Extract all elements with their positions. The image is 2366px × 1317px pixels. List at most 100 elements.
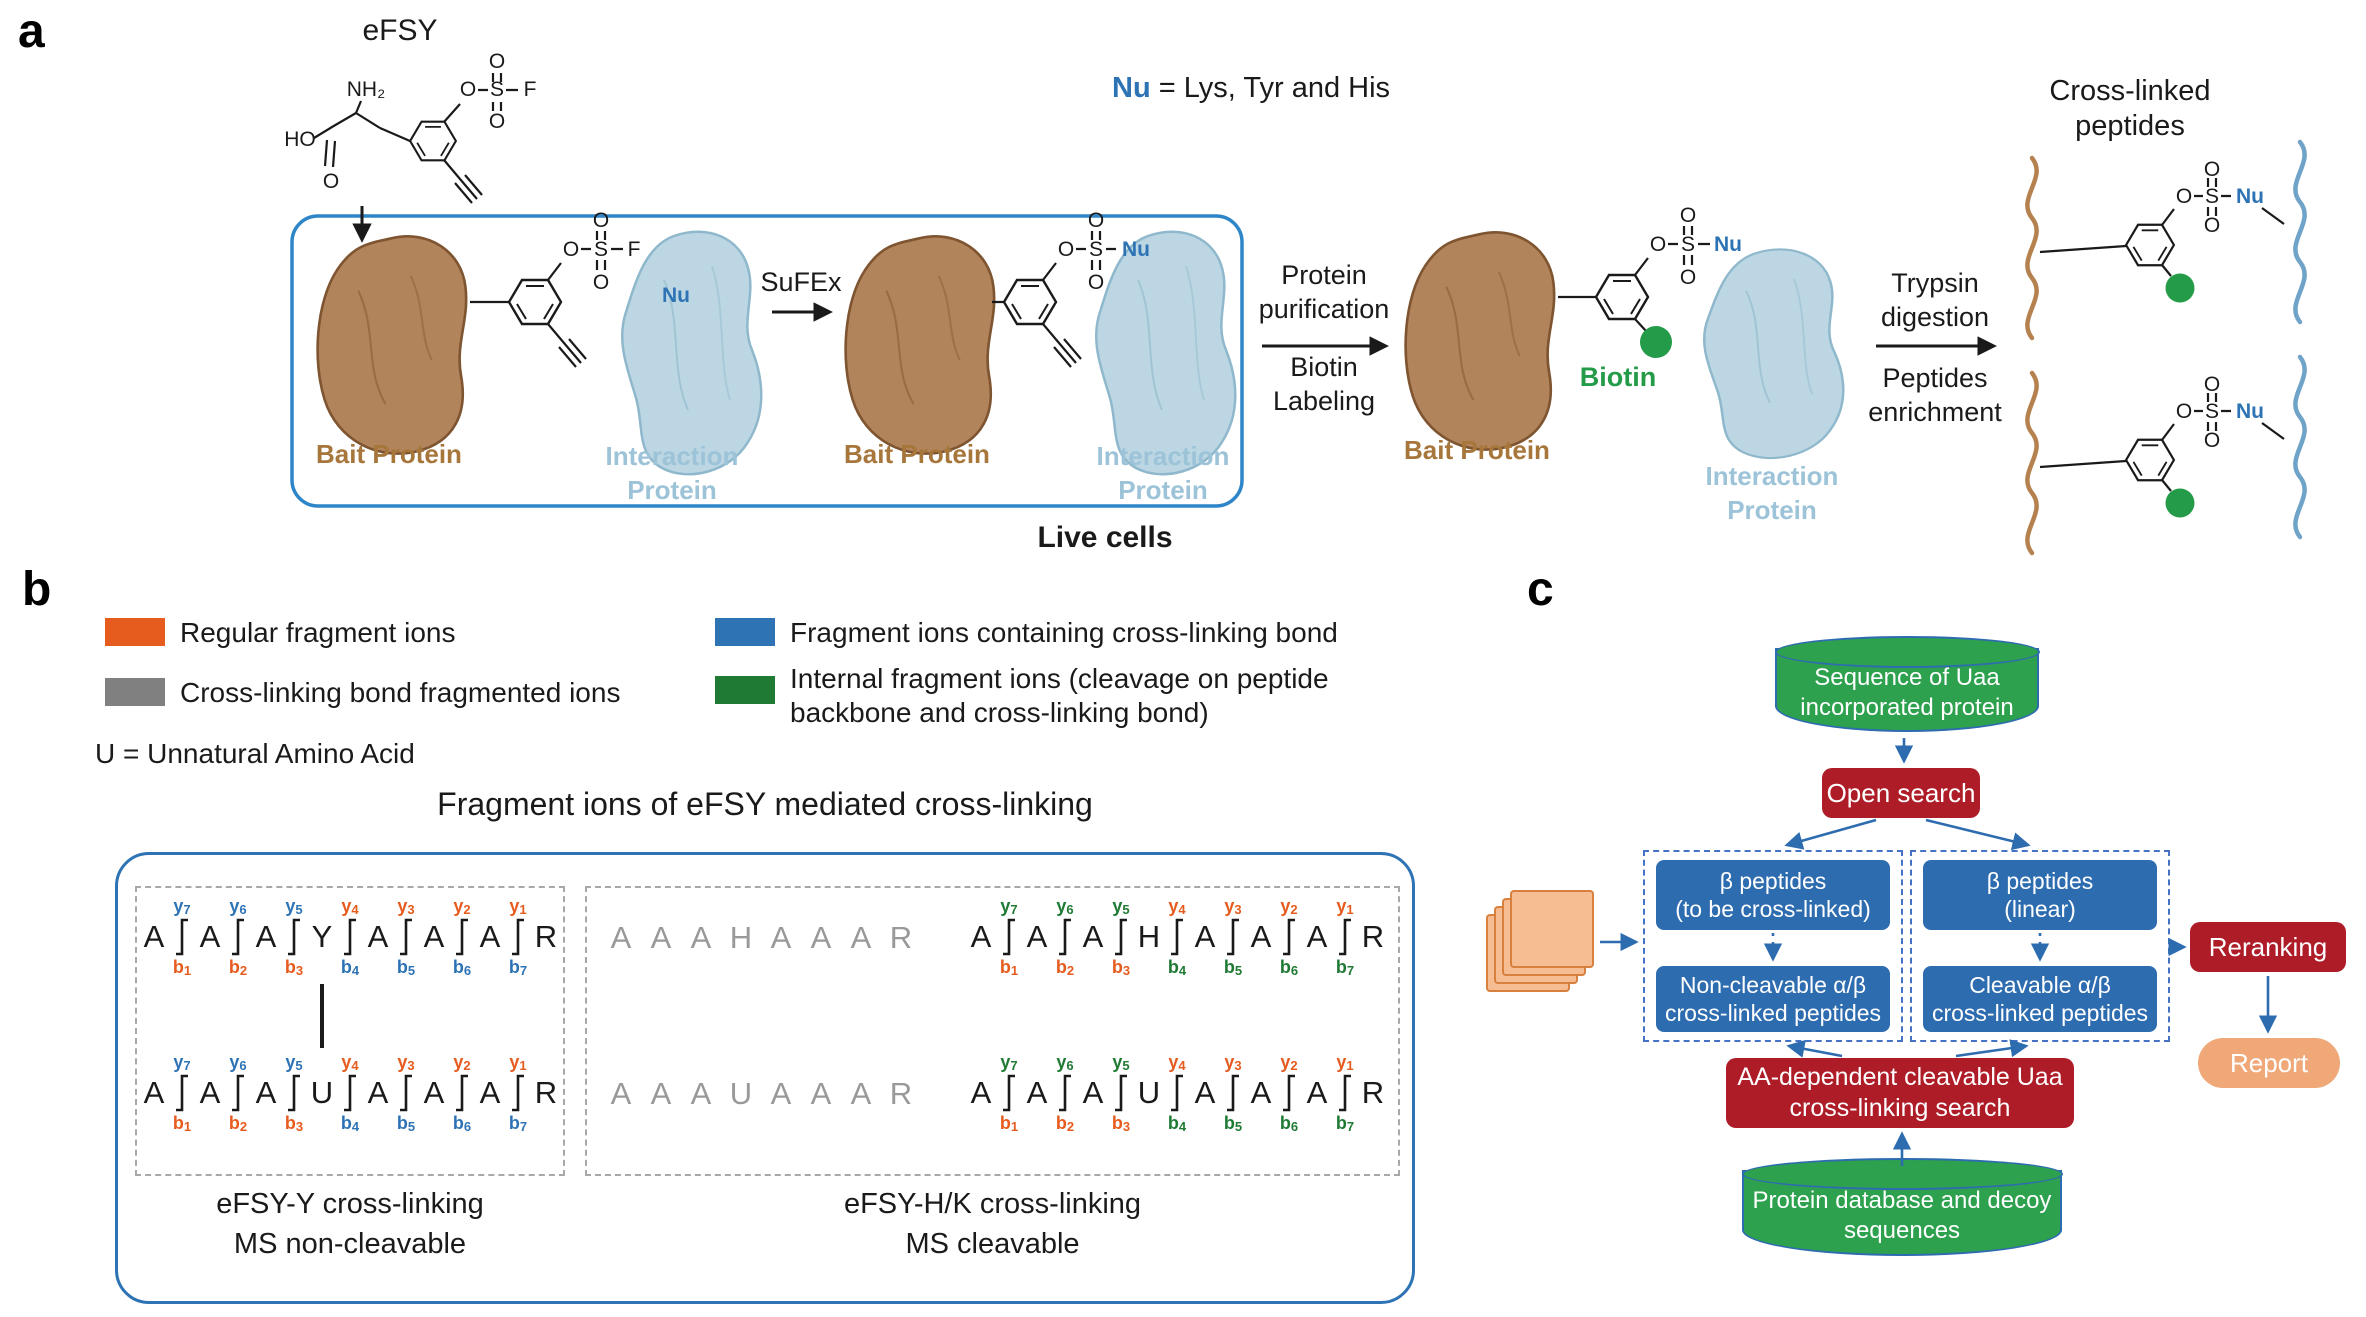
bait-protein-label: Bait Protein [844,439,990,469]
atom-O: O [2176,185,2192,208]
interaction-peptide-chain [2295,142,2304,322]
legend-swatch-regular-ions [105,618,165,646]
residue-letter: A [970,1075,992,1110]
residue-letter: A [255,919,277,954]
fragmentation-mark [1171,1074,1183,1112]
beta-peptides-linear-node: β peptides (linear) [1923,860,2157,930]
fragmentation-mark [1339,1074,1351,1112]
cylinder-label-line: incorporated protein [1800,694,2014,721]
nu-site-label: Nu [1122,238,1150,261]
biotin-label: Biotin [1580,362,1656,392]
cleavable-dashed-box [585,886,1400,1176]
residue-letter: H [1137,919,1161,954]
b-ion-label: b7 [508,957,528,978]
legend-label-internal-ions: Internal fragment ions (cleavage on pept… [790,663,1329,728]
beta-peptides-crosslink-node: β peptides (to be cross-linked) [1656,860,1890,930]
residue-letter: Y [311,919,333,954]
benzene-ring [409,120,457,162]
residue-letter: A [1306,919,1328,954]
nu-definition-rest: = Lys, Tyr and His [1151,72,1390,104]
y-ion-label: y1 [509,896,527,917]
live-cells-box [290,214,1244,508]
step2-label-line: Trypsin [1891,268,1979,298]
b-ion-label: b7 [1335,1113,1355,1134]
b-ion-label: b1 [172,1113,192,1134]
panel-c-label: c [1527,563,1554,616]
unnatural-amino-acid-note: U = Unnatural Amino Acid [95,738,415,769]
cylinder-label-line: Sequence of Uaa [1814,664,2000,691]
legend-swatch-bond-fragmented-ions [105,678,165,706]
crosslink-connector-line [320,984,324,1048]
biotin-dot [2165,488,2195,518]
residue-letter: A [255,1075,277,1110]
node-label-line: cross-linked peptides [1664,1000,1882,1026]
benzene-ring [2124,438,2176,482]
fragmentation-mark [344,918,356,956]
crosslinked-peptides-label: peptides [2075,110,2185,142]
fragmentation-mark [288,918,300,956]
biotinylated-structure: O S O O [1558,204,1710,358]
arrow-search-to-cleavable-branch [1955,1039,2029,1058]
residue-letter: A [610,920,632,955]
fragmentation-mark [1059,1074,1071,1112]
y-ion-label: y5 [285,896,303,917]
y-ion-label: y7 [1000,896,1018,917]
atom-HO: HO [284,128,316,151]
step1-label-line: Protein [1281,260,1367,290]
interaction-protein-label: Protein [1727,495,1817,525]
residue-letter: A [810,1076,832,1111]
bait-protein-label: Bait Protein [316,439,462,469]
y-ion-label: y4 [1168,1052,1186,1073]
fragment-ions-box [115,852,1415,1304]
b-ion-label: b2 [1055,957,1075,978]
y-ion-label: y5 [285,1052,303,1073]
atom-O: O [593,271,609,294]
b-ion-label: b6 [1279,957,1299,978]
b-ion-label: b4 [1167,957,1187,978]
arrow-search-to-noncleavable-branch [1786,1039,1843,1058]
b-ion-label: b7 [1335,957,1355,978]
residue-letter: A [770,1076,792,1111]
b-ion-label: b6 [1279,1113,1299,1134]
legend-swatch-containing-bond-ions [715,618,775,646]
atom-O: O [323,170,339,193]
node-label-line: Cleavable α/β [1969,972,2111,998]
left-caption-line2: MS non-cleavable [233,1228,467,1260]
right-caption-line1: eFSY-H/K cross-linking [843,1188,1142,1220]
biotin-dot [1640,326,1672,358]
residue-letter: R [1361,919,1385,954]
sufex-label: SuFEx [760,267,842,297]
legend-label-regular-ions: Regular fragment ions [180,617,456,648]
nu-site-label: Nu [662,284,690,307]
b-ion-label: b6 [452,1113,472,1134]
residue-letter: A [1194,919,1216,954]
fragmentation-mark [1115,1074,1127,1112]
atom-O: O [593,209,609,232]
live-cells-label: Live cells [1037,521,1172,554]
residue-letter: A [1306,1075,1328,1110]
interaction-peptide-chain [2295,357,2304,537]
bait-peptide-chain [2027,158,2036,338]
b-ion-label: b2 [1055,1113,1075,1134]
y-ion-label: y4 [1168,896,1186,917]
residue-letter: A [1026,1075,1048,1110]
efsy-structure: HO O NH₂ O S O O F [284,50,536,204]
report-node: Report [2198,1038,2340,1088]
y-ion-label: y7 [173,896,191,917]
residue-letter: A [143,1075,165,1110]
y-ion-label: y3 [397,896,415,917]
atom-NH2: NH₂ [347,78,385,101]
